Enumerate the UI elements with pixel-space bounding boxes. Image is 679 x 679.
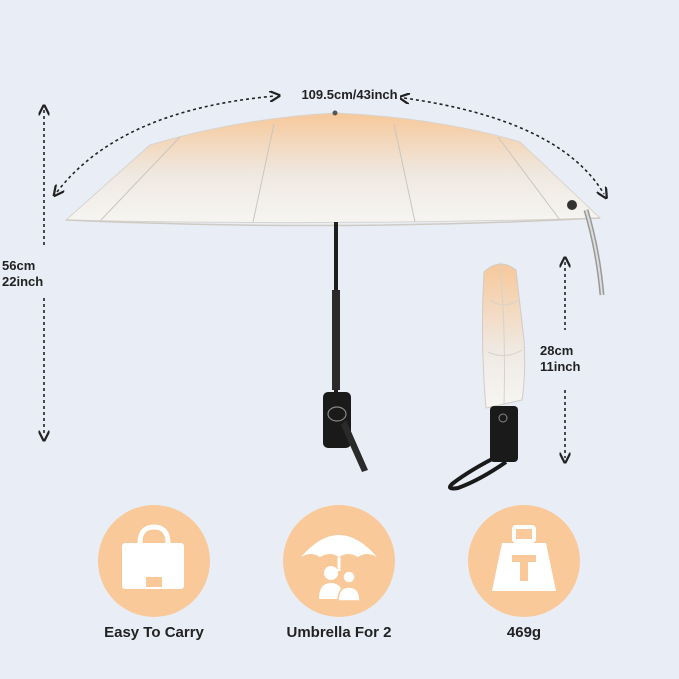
open-width-label: 109.5cm/43inch	[299, 87, 400, 102]
open-height-inch: 22inch	[2, 274, 44, 289]
weight-icon	[492, 525, 556, 591]
folded-length-label: 28cm 11inch	[540, 343, 580, 375]
feature-umbrella-for-2	[283, 505, 395, 617]
feature-label-umbrella-for-2: Umbrella For 2	[286, 624, 392, 641]
width-arrow-right	[404, 98, 604, 194]
open-umbrella	[64, 110, 605, 472]
bag-icon	[122, 524, 184, 589]
feature-label-weight: 469g	[506, 624, 542, 641]
folded-length-inch: 11inch	[540, 359, 581, 374]
feature-weight	[468, 505, 580, 617]
open-height-cm: 56cm	[2, 258, 36, 273]
feature-label-easy-to-carry: Easy To Carry	[104, 624, 204, 641]
open-height-label: 56cm 22inch	[2, 258, 82, 290]
feature-easy-to-carry	[98, 505, 210, 617]
folded-umbrella	[448, 261, 526, 491]
umbrella-people-icon	[301, 535, 377, 602]
folded-length-cm: 28cm	[540, 343, 574, 358]
width-arrow-left	[57, 96, 275, 192]
